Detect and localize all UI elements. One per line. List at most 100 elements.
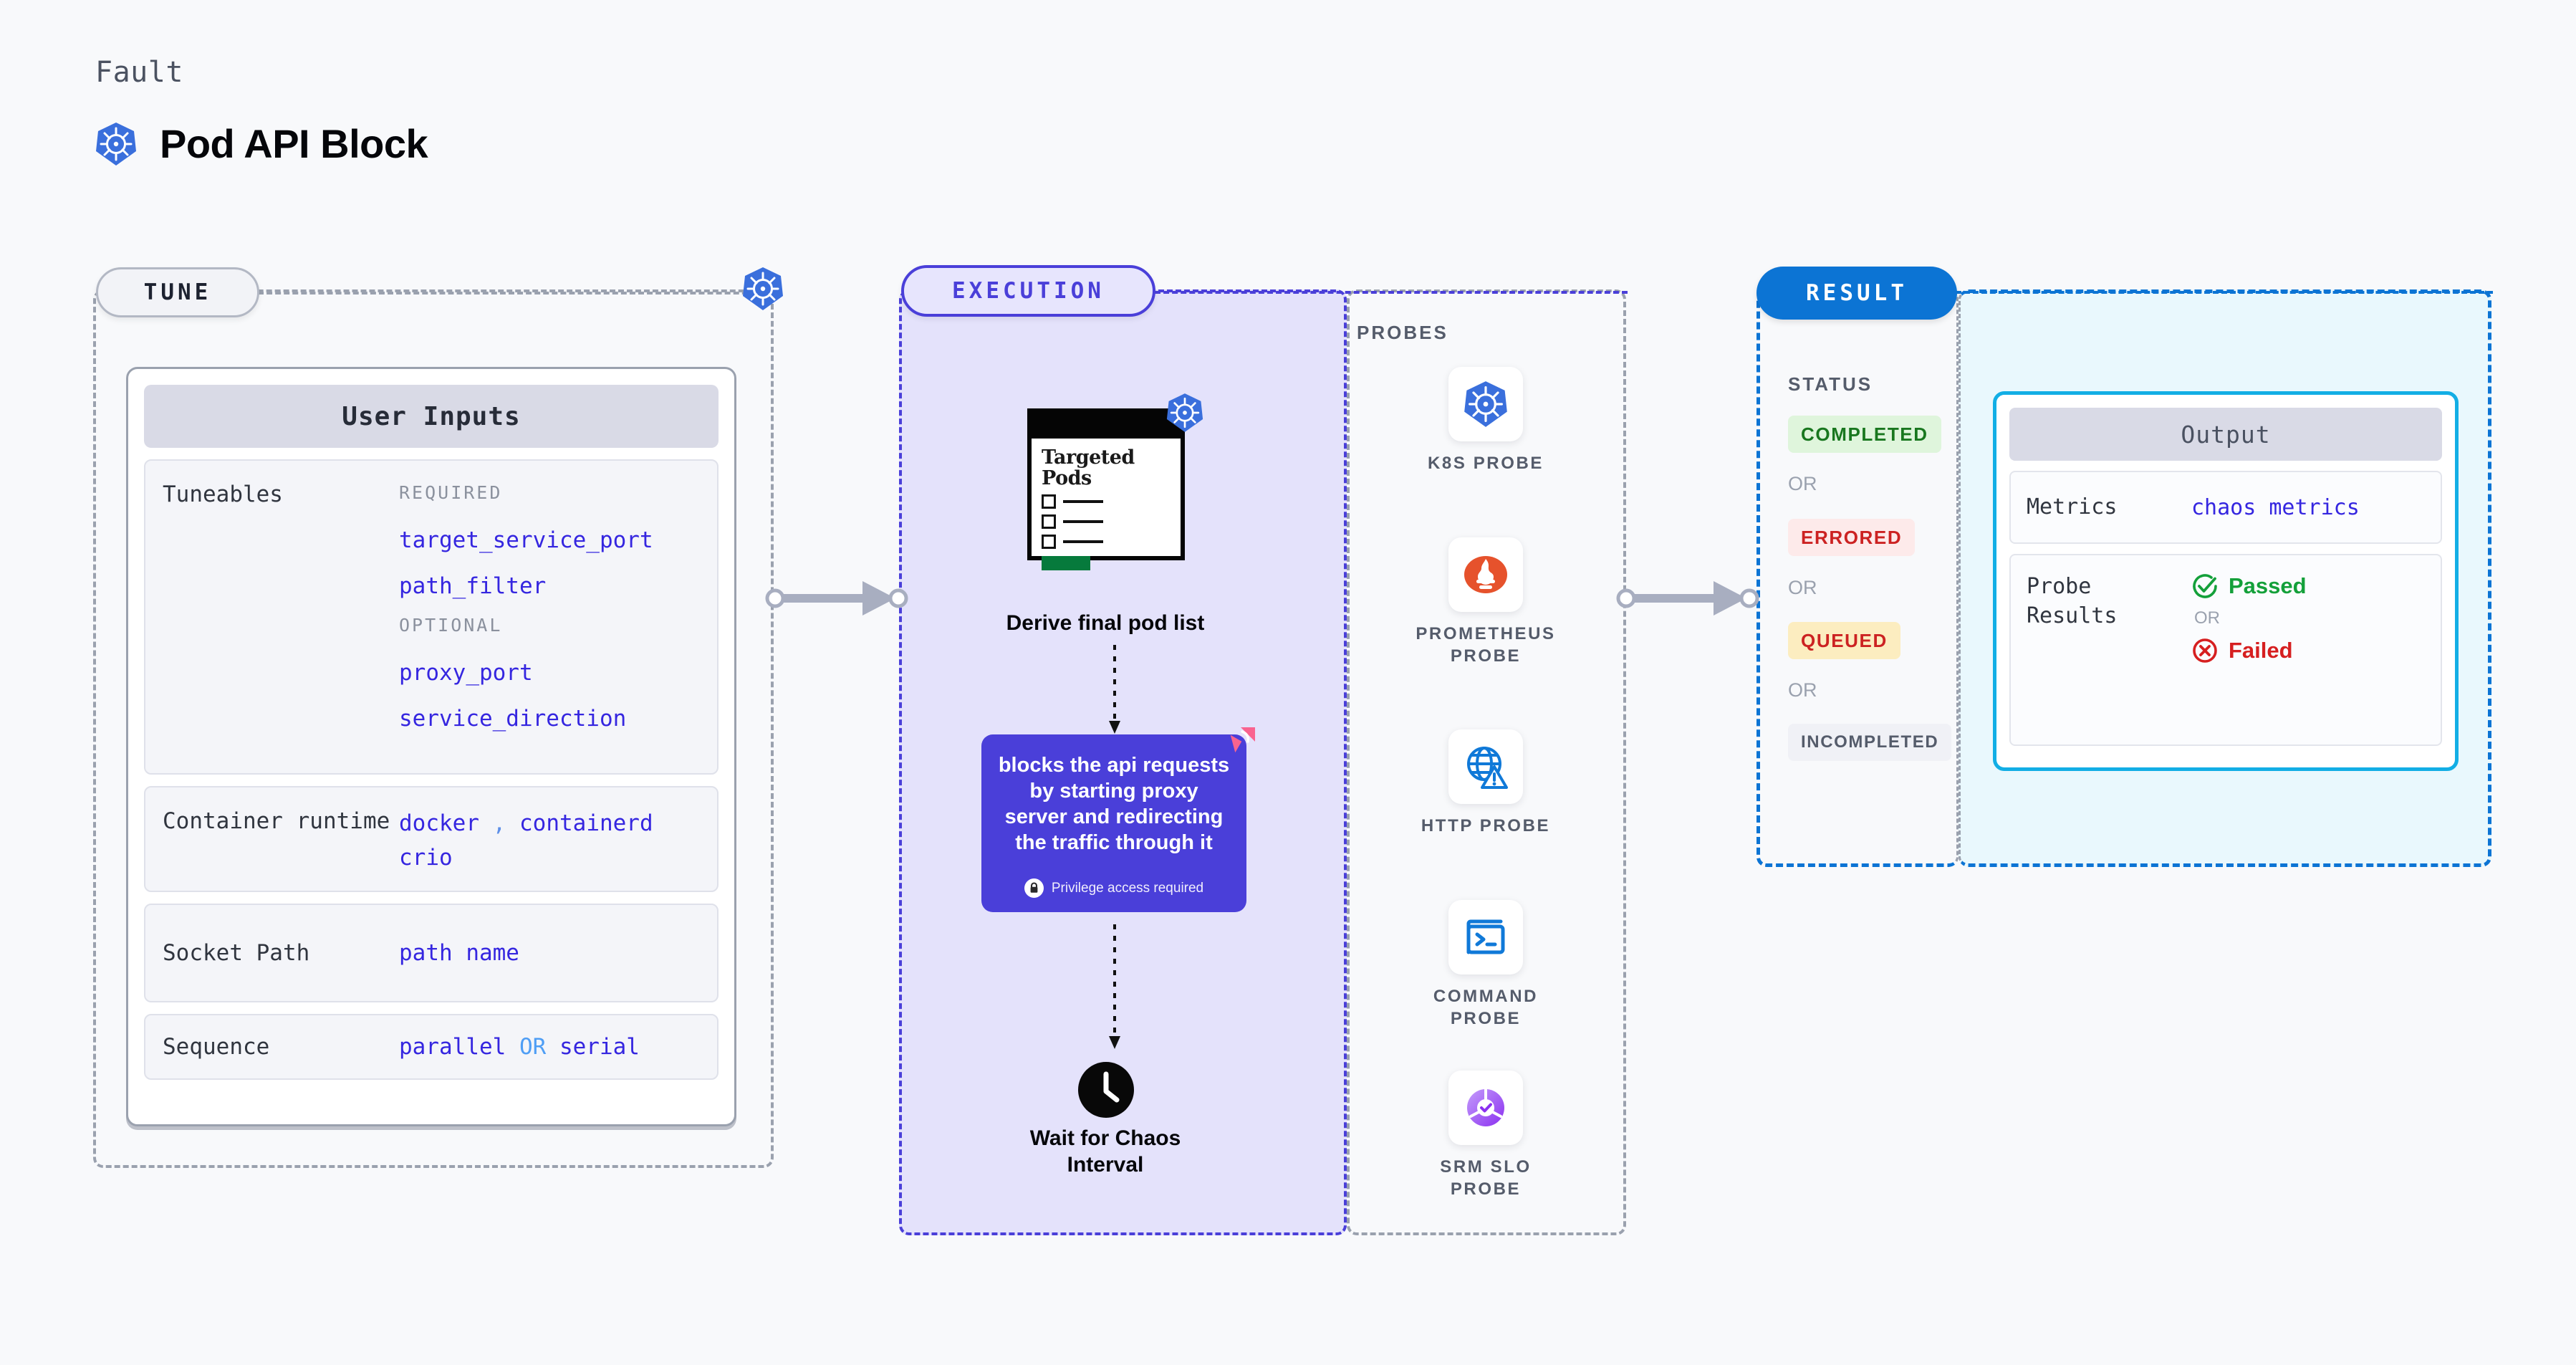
lock-icon <box>1024 878 1044 898</box>
line-placeholder <box>1063 500 1103 504</box>
tune-row-key: Sequence <box>163 1033 270 1060</box>
tune-row-value: REQUIRED target_service_port path_filter… <box>399 479 653 755</box>
tune-row-key: Socket Path <box>163 939 310 966</box>
kubernetes-icon <box>1464 381 1507 427</box>
probe-command[interactable]: COMMAND PROBE <box>1414 900 1557 1030</box>
execution-dash-connector <box>1155 291 1628 294</box>
user-inputs-title: User Inputs <box>144 385 719 448</box>
status-or-2: OR <box>1788 577 1817 598</box>
tune-row-tuneables: Tuneables REQUIRED target_service_port p… <box>144 459 719 775</box>
socket-path-value[interactable]: path name <box>399 939 519 966</box>
output-row-key: Metrics <box>2027 494 2118 519</box>
flow-arrow-down <box>1109 924 1120 1049</box>
sequence-serial[interactable]: serial <box>559 1033 640 1060</box>
tune-dash-connector <box>258 292 774 294</box>
privilege-note: Privilege access required <box>1024 878 1203 898</box>
probe-srm-slo[interactable]: SRM SLO PROBE <box>1414 1071 1557 1200</box>
stage-badge-result[interactable]: RESULT <box>1756 267 1957 320</box>
status-section-title: STATUS <box>1788 373 1873 395</box>
tune-panel <box>93 289 774 1168</box>
http-globe-alert-icon <box>1467 747 1508 789</box>
tuneable-proxy-port[interactable]: proxy_port <box>399 659 533 686</box>
kubernetes-icon <box>1166 393 1203 436</box>
harness-corner-icon <box>1224 724 1256 761</box>
status-badge-completed: COMPLETED <box>1788 416 1941 453</box>
terminal-icon <box>1466 919 1505 954</box>
flow-arrow-down <box>1109 645 1120 734</box>
result-dash-connector <box>1956 291 2493 294</box>
status-bar-green <box>1042 556 1090 571</box>
status-badge-queued: QUEUED <box>1788 622 1900 659</box>
probe-label: SRM SLO PROBE <box>1440 1157 1532 1199</box>
document-titlebar <box>1032 413 1181 439</box>
action-card-text: blocks the api requests by starting prox… <box>998 754 1230 854</box>
probe-prometheus[interactable]: PROMETHEUS PROBE <box>1414 537 1557 667</box>
probe-result-or: OR <box>2194 608 2220 628</box>
probe-label: HTTP PROBE <box>1421 816 1551 835</box>
sequence-parallel[interactable]: parallel <box>399 1033 506 1060</box>
connector-execution-to-result <box>1616 581 1759 616</box>
targeted-pods-document[interactable]: Targeted Pods <box>1027 393 1203 571</box>
status-badge-errored: ERRORED <box>1788 519 1916 556</box>
tune-row-sequence: Sequence parallel OR serial <box>144 1014 719 1080</box>
probe-k8s[interactable]: K8S PROBE <box>1414 367 1557 475</box>
probes-section-title: PROBES <box>1357 322 1448 343</box>
runtime-crio[interactable]: crio <box>399 845 453 871</box>
privilege-note-text: Privilege access required <box>1051 880 1204 896</box>
node-caption-derive-pods: Derive final pod list <box>1006 611 1205 635</box>
probe-result-passed: Passed <box>2191 573 2425 600</box>
probe-label: K8S PROBE <box>1427 454 1544 473</box>
line-placeholder <box>1063 540 1103 544</box>
line-placeholder <box>1063 520 1103 524</box>
targeted-pods-title: Targeted Pods <box>1042 446 1135 490</box>
pod-list-item <box>1042 494 1171 509</box>
prometheus-icon <box>1464 556 1507 593</box>
passed-label: Passed <box>2229 573 2307 598</box>
kubernetes-icon <box>742 267 784 315</box>
probe-tile <box>1448 537 1523 612</box>
fault-kicker: Fault <box>95 56 183 89</box>
check-circle-icon <box>2193 574 2217 598</box>
action-card[interactable]: blocks the api requests by starting prox… <box>981 727 1255 912</box>
tune-row-value: parallel OR serial <box>399 1030 640 1064</box>
probe-http[interactable]: HTTP PROBE <box>1414 729 1557 838</box>
kubernetes-icon <box>95 122 137 166</box>
tune-row-key: Tuneables <box>163 482 283 507</box>
tuneable-service-direction[interactable]: service_direction <box>399 705 627 732</box>
probe-tile <box>1448 729 1523 804</box>
metrics-value[interactable]: chaos metrics <box>2191 494 2360 520</box>
runtime-containerd[interactable]: containerd <box>519 810 653 836</box>
connector-tune-to-execution <box>765 581 908 616</box>
tuneable-target-service-port[interactable]: target_service_port <box>399 527 653 553</box>
stage-badge-tune[interactable]: TUNE <box>96 267 259 317</box>
tuneable-path-filter[interactable]: path_filter <box>399 573 547 599</box>
checkbox-icon <box>1042 535 1056 550</box>
page-title-text: Pod API Block <box>160 121 428 166</box>
page-title: Pod API Block <box>95 120 428 167</box>
output-row-metrics: Metrics chaos metrics <box>2009 471 2442 544</box>
checkbox-icon <box>1042 514 1056 530</box>
failed-label: Failed <box>2229 638 2293 663</box>
pod-list-item <box>1042 535 1171 550</box>
status-badge-incompleted: INCOMPLETED <box>1788 724 1952 761</box>
sequence-separator: OR <box>519 1033 547 1060</box>
probe-tile <box>1448 1071 1523 1145</box>
group-label-required: REQUIRED <box>399 482 503 503</box>
user-inputs-card: User Inputs Tuneables REQUIRED target_se… <box>126 367 736 1126</box>
runtime-docker[interactable]: docker <box>399 810 479 836</box>
checkbox-icon <box>1042 494 1056 509</box>
output-card: Output Metrics chaos metrics Probe Resul… <box>1993 391 2459 771</box>
stage-badge-execution[interactable]: EXECUTION <box>901 265 1155 317</box>
node-caption-wait-interval: Wait for Chaos Interval <box>1029 1126 1181 1177</box>
tune-row-value: docker , containerd crio <box>399 806 653 872</box>
status-or-1: OR <box>1788 473 1817 494</box>
x-circle-icon <box>2193 638 2217 663</box>
probe-label: PROMETHEUS PROBE <box>1416 624 1556 666</box>
clock-icon <box>1078 1062 1134 1121</box>
runtime-separator: , <box>492 810 506 836</box>
probe-label: COMMAND PROBE <box>1433 987 1539 1028</box>
probe-tile <box>1448 367 1523 441</box>
tune-row-key: Container runtime <box>163 808 390 834</box>
status-or-3: OR <box>1788 679 1817 701</box>
